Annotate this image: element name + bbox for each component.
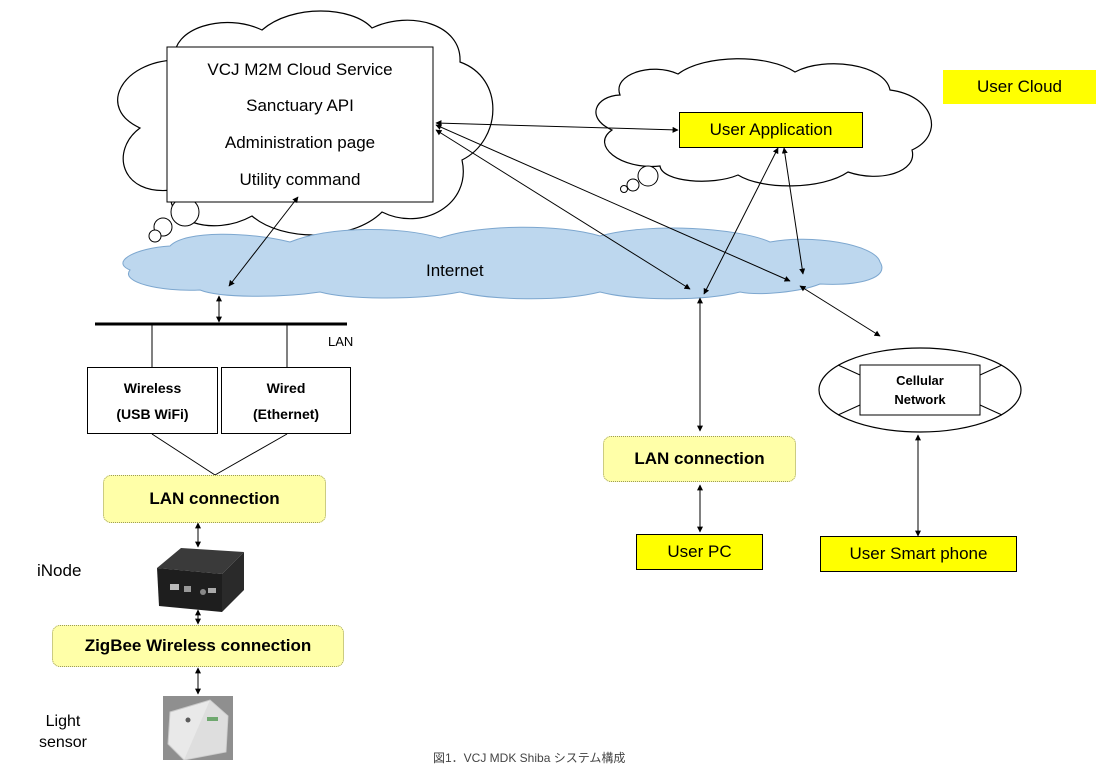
user-cloud-label: User Cloud: [943, 70, 1096, 104]
wired-ethernet-box: Wired (Ethernet): [221, 367, 351, 434]
lan-connection-right-box: LAN connection: [603, 436, 796, 482]
inode-label: iNode: [37, 561, 82, 580]
user-smartphone-box: User Smart phone: [820, 536, 1017, 572]
light-sensor-label: Light sensor: [28, 711, 98, 753]
sanctuary-api-label: Sanctuary API: [246, 96, 354, 115]
wireless-usb-wifi-box: Wireless (USB WiFi): [87, 367, 218, 434]
wired-to-lan-line: [214, 433, 288, 476]
user-pc-box: User PC: [636, 534, 763, 570]
cellular-line2: Network: [894, 392, 946, 407]
internet-label: Internet: [426, 261, 484, 280]
arrow-userapp-internet-pc: [703, 147, 779, 295]
ethernet-label: (Ethernet): [252, 405, 320, 422]
utility-command-label: Utility command: [239, 170, 361, 189]
zigbee-connection-box: ZigBee Wireless connection: [52, 625, 344, 667]
cellular-network-shape: [818, 347, 1022, 433]
wireless-to-lan-line: [151, 433, 216, 476]
lan-label: LAN: [328, 334, 354, 349]
cloud-service-title: VCJ M2M Cloud Service: [207, 60, 393, 79]
administration-page-label: Administration page: [224, 133, 376, 152]
user-application-box: User Application: [679, 112, 863, 148]
wireless-label: Wireless: [123, 379, 182, 396]
arrow-internet-cellular: [799, 285, 881, 337]
light-sensor-line2: sensor: [38, 734, 88, 751]
arrow-cloud-internet: [228, 196, 299, 287]
light-sensor-line1: Light: [45, 713, 81, 730]
connection-arrows: [195, 120, 921, 695]
light-sensor-image: [163, 696, 233, 760]
wired-label: Wired: [266, 379, 306, 396]
arrow-userapp-internet-phone: [781, 147, 806, 275]
figure-caption: 図1．VCJ MDK Shiba システム構成: [433, 751, 626, 765]
usb-wifi-label: (USB WiFi): [116, 405, 189, 422]
lan-connection-left-box: LAN connection: [103, 475, 326, 523]
inode-device-image: [157, 548, 244, 612]
cellular-network-label: Cellular Network: [860, 371, 980, 409]
internet-cloud: [122, 226, 883, 300]
cellular-line1: Cellular: [896, 373, 944, 388]
cloud-service-box: [166, 46, 434, 203]
